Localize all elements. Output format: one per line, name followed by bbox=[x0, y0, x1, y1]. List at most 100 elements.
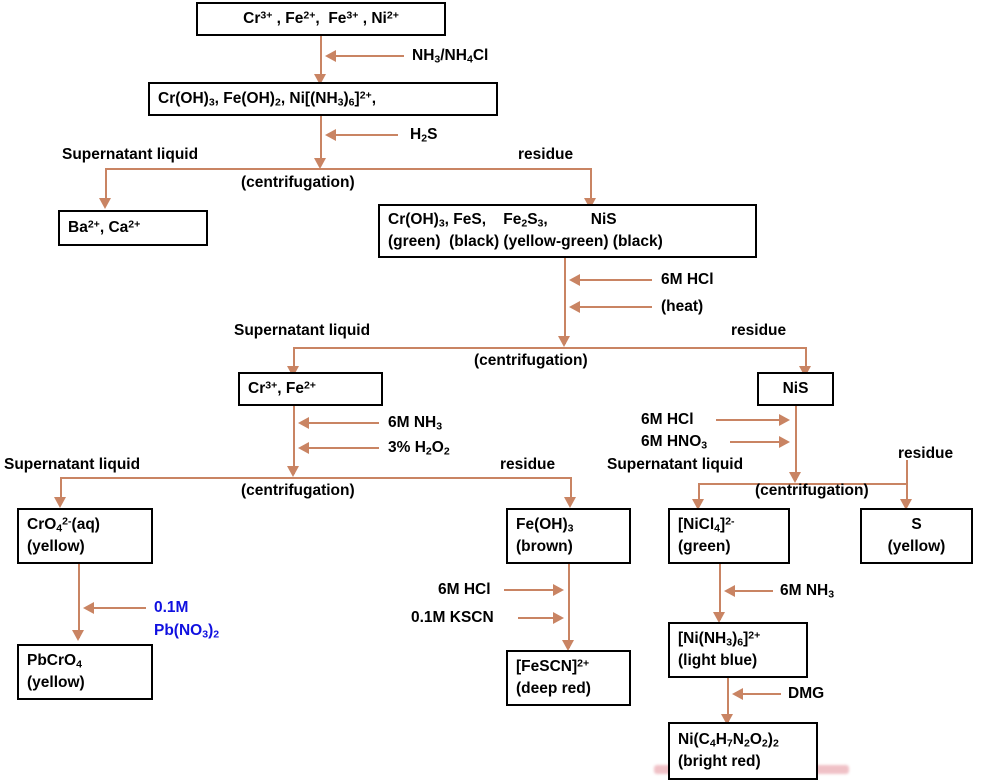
box-lead-chromate: PbCrO4 (yellow) bbox=[17, 644, 153, 700]
reagent-label-hcl-a: 6M HCl bbox=[661, 271, 714, 288]
connector-crfe-to-split bbox=[293, 406, 295, 474]
reagent-line-hno3 bbox=[730, 441, 780, 443]
reagent-label-h2s: H2S bbox=[410, 126, 438, 145]
box-nicl4: [NiCl4]2- (green) bbox=[668, 508, 790, 564]
reagent-line-dmg bbox=[743, 693, 781, 695]
arrowhead-pb-no3 bbox=[83, 601, 94, 614]
reagent-line-pb-no3 bbox=[94, 607, 146, 609]
box-ni-ammine: [Ni(NH3)6]2+ (light blue) bbox=[668, 622, 808, 678]
label-supernatant-4: Supernatant liquid bbox=[607, 456, 744, 473]
arrowhead-nh3-6m-b bbox=[724, 584, 735, 597]
arrowhead-into-sulfides bbox=[584, 198, 596, 209]
box-fescn-line1: [FeSCN]2+ bbox=[516, 657, 590, 675]
connector-nis-to-split bbox=[795, 406, 797, 480]
arrowhead-into-cr-fe bbox=[287, 366, 299, 377]
arrowhead-hcl-c bbox=[553, 583, 564, 596]
arrowhead-hno3 bbox=[779, 435, 790, 448]
box-iron-hydroxide-line1: Fe(OH)3 bbox=[516, 515, 574, 535]
box-lead-chromate-line2: (yellow) bbox=[27, 674, 85, 692]
connector-split3-right bbox=[570, 477, 572, 503]
reagent-line-heat bbox=[580, 306, 652, 308]
label-centrifugation-2: (centrifugation) bbox=[474, 352, 588, 369]
box-sulfides: Cr(OH)3, FeS, Fe2S3, NiS (green) (black)… bbox=[378, 204, 757, 258]
label-residue-1: residue bbox=[518, 146, 574, 163]
label-centrifugation-1: (centrifugation) bbox=[241, 174, 355, 191]
arrowhead-into-ni-ammine bbox=[713, 612, 725, 623]
connector-split1-left bbox=[105, 168, 107, 204]
arrowhead-nh3-nh4cl bbox=[325, 49, 336, 62]
split-bar-2 bbox=[293, 347, 805, 349]
reagent-label-pb-no3-line1: 0.1M bbox=[154, 599, 189, 616]
box-ni-dmg-line1: Ni(C4H7N2O2)2 bbox=[678, 730, 779, 750]
reagent-label-hno3: 6M HNO3 bbox=[641, 433, 708, 452]
box-chromate-line1: CrO42-(aq) bbox=[27, 515, 100, 535]
box-ni-ammine-line2: (light blue) bbox=[678, 652, 758, 670]
box-fescn: [FeSCN]2+ (deep red) bbox=[506, 650, 631, 706]
arrowhead-into-hydroxides bbox=[314, 74, 326, 85]
arrowhead-into-split-3 bbox=[287, 466, 299, 477]
connector-split1-right bbox=[590, 168, 592, 204]
split-bar-1 bbox=[105, 168, 592, 170]
box-ni-dmg: Ni(C4H7N2O2)2 (bright red) bbox=[668, 722, 818, 780]
reagent-line-h2o2 bbox=[309, 447, 379, 449]
connector-split3-left bbox=[60, 477, 62, 503]
label-supernatant-2: Supernatant liquid bbox=[234, 322, 371, 339]
arrowhead-h2o2 bbox=[298, 441, 309, 454]
box-cr-fe-line1: Cr3+, Fe2+ bbox=[248, 379, 316, 397]
box-ba-ca-line1: Ba2+, Ca2+ bbox=[68, 218, 141, 236]
connector-chromate-to-lead bbox=[78, 564, 80, 638]
split-bar-4 bbox=[698, 483, 906, 485]
box-hydroxides-line1: Cr(OH)3, Fe(OH)2, Ni[(NH3)6]2+, bbox=[158, 89, 377, 109]
reagent-line-nh3-6m-b bbox=[735, 590, 773, 592]
label-residue-3: residue bbox=[500, 456, 556, 473]
connector-nicl4-to-ammine bbox=[719, 564, 721, 620]
box-sulfides-line2: (green) (black) (yellow-green) (black) bbox=[388, 233, 663, 251]
box-ba-ca: Ba2+, Ca2+ bbox=[58, 210, 208, 246]
box-sulfur-line1: S bbox=[911, 516, 922, 533]
box-chromate: CrO42-(aq) (yellow) bbox=[17, 508, 153, 564]
reagent-label-h2o2: 3% H2O2 bbox=[388, 439, 450, 458]
box-iron-hydroxide: Fe(OH)3 (brown) bbox=[506, 508, 631, 564]
box-fescn-line2: (deep red) bbox=[516, 680, 591, 697]
box-cr-fe: Cr3+, Fe2+ bbox=[238, 372, 383, 406]
connector-split2-right bbox=[805, 347, 807, 373]
reagent-label-hcl-c: 6M HCl bbox=[438, 581, 491, 598]
reagent-label-dmg: DMG bbox=[788, 685, 825, 702]
connector-split2-left bbox=[293, 347, 295, 373]
reagent-line-h2s bbox=[336, 134, 398, 136]
box-start-ions: Cr3+ , Fe2+, Fe3+ , Ni2+ bbox=[196, 2, 446, 36]
connector-split4-right bbox=[906, 460, 908, 505]
arrowhead-kscn bbox=[553, 611, 564, 624]
label-residue-4: residue bbox=[898, 445, 954, 462]
connector-start-to-hydroxides bbox=[320, 36, 322, 80]
box-lead-chromate-line1: PbCrO4 bbox=[27, 651, 82, 671]
box-iron-hydroxide-line2: (brown) bbox=[516, 538, 573, 556]
arrowhead-nh3-6m bbox=[298, 416, 309, 429]
arrowhead-heat bbox=[569, 300, 580, 313]
arrowhead-into-split-1 bbox=[314, 158, 326, 169]
arrowhead-into-lead-chromate bbox=[72, 630, 84, 641]
reagent-label-nh3-6m: 6M NH3 bbox=[388, 414, 443, 433]
arrowhead-dmg bbox=[732, 687, 743, 700]
arrowhead-into-split-4 bbox=[789, 472, 801, 483]
label-supernatant-1: Supernatant liquid bbox=[62, 146, 199, 163]
arrowhead-into-sulfur bbox=[900, 499, 912, 510]
arrowhead-into-ba-ca bbox=[99, 198, 111, 209]
arrowhead-into-iron-hydroxide bbox=[564, 497, 576, 508]
box-hydroxides: Cr(OH)3, Fe(OH)2, Ni[(NH3)6]2+, bbox=[148, 82, 498, 116]
label-supernatant-3: Supernatant liquid bbox=[4, 456, 141, 473]
box-nicl4-line2: (green) bbox=[678, 538, 731, 556]
connector-ammine-to-dmg bbox=[727, 678, 729, 722]
box-ni-ammine-line1: [Ni(NH3)6]2+ bbox=[678, 629, 761, 649]
reagent-label-kscn: 0.1M KSCN bbox=[411, 609, 494, 626]
reagent-line-hcl-c bbox=[504, 589, 554, 591]
arrowhead-h2s bbox=[325, 128, 336, 141]
box-nis-line1: NiS bbox=[782, 380, 809, 397]
arrowhead-hcl-a bbox=[569, 273, 580, 286]
box-sulfur-line2: (yellow) bbox=[887, 538, 946, 555]
connector-hydroxides-to-split bbox=[320, 116, 322, 164]
connector-ironhydroxide-to-fescn bbox=[568, 564, 570, 648]
arrowhead-hcl-b bbox=[779, 413, 790, 426]
box-ni-dmg-line2: (bright red) bbox=[678, 753, 761, 771]
reagent-label-heat: (heat) bbox=[661, 298, 704, 315]
